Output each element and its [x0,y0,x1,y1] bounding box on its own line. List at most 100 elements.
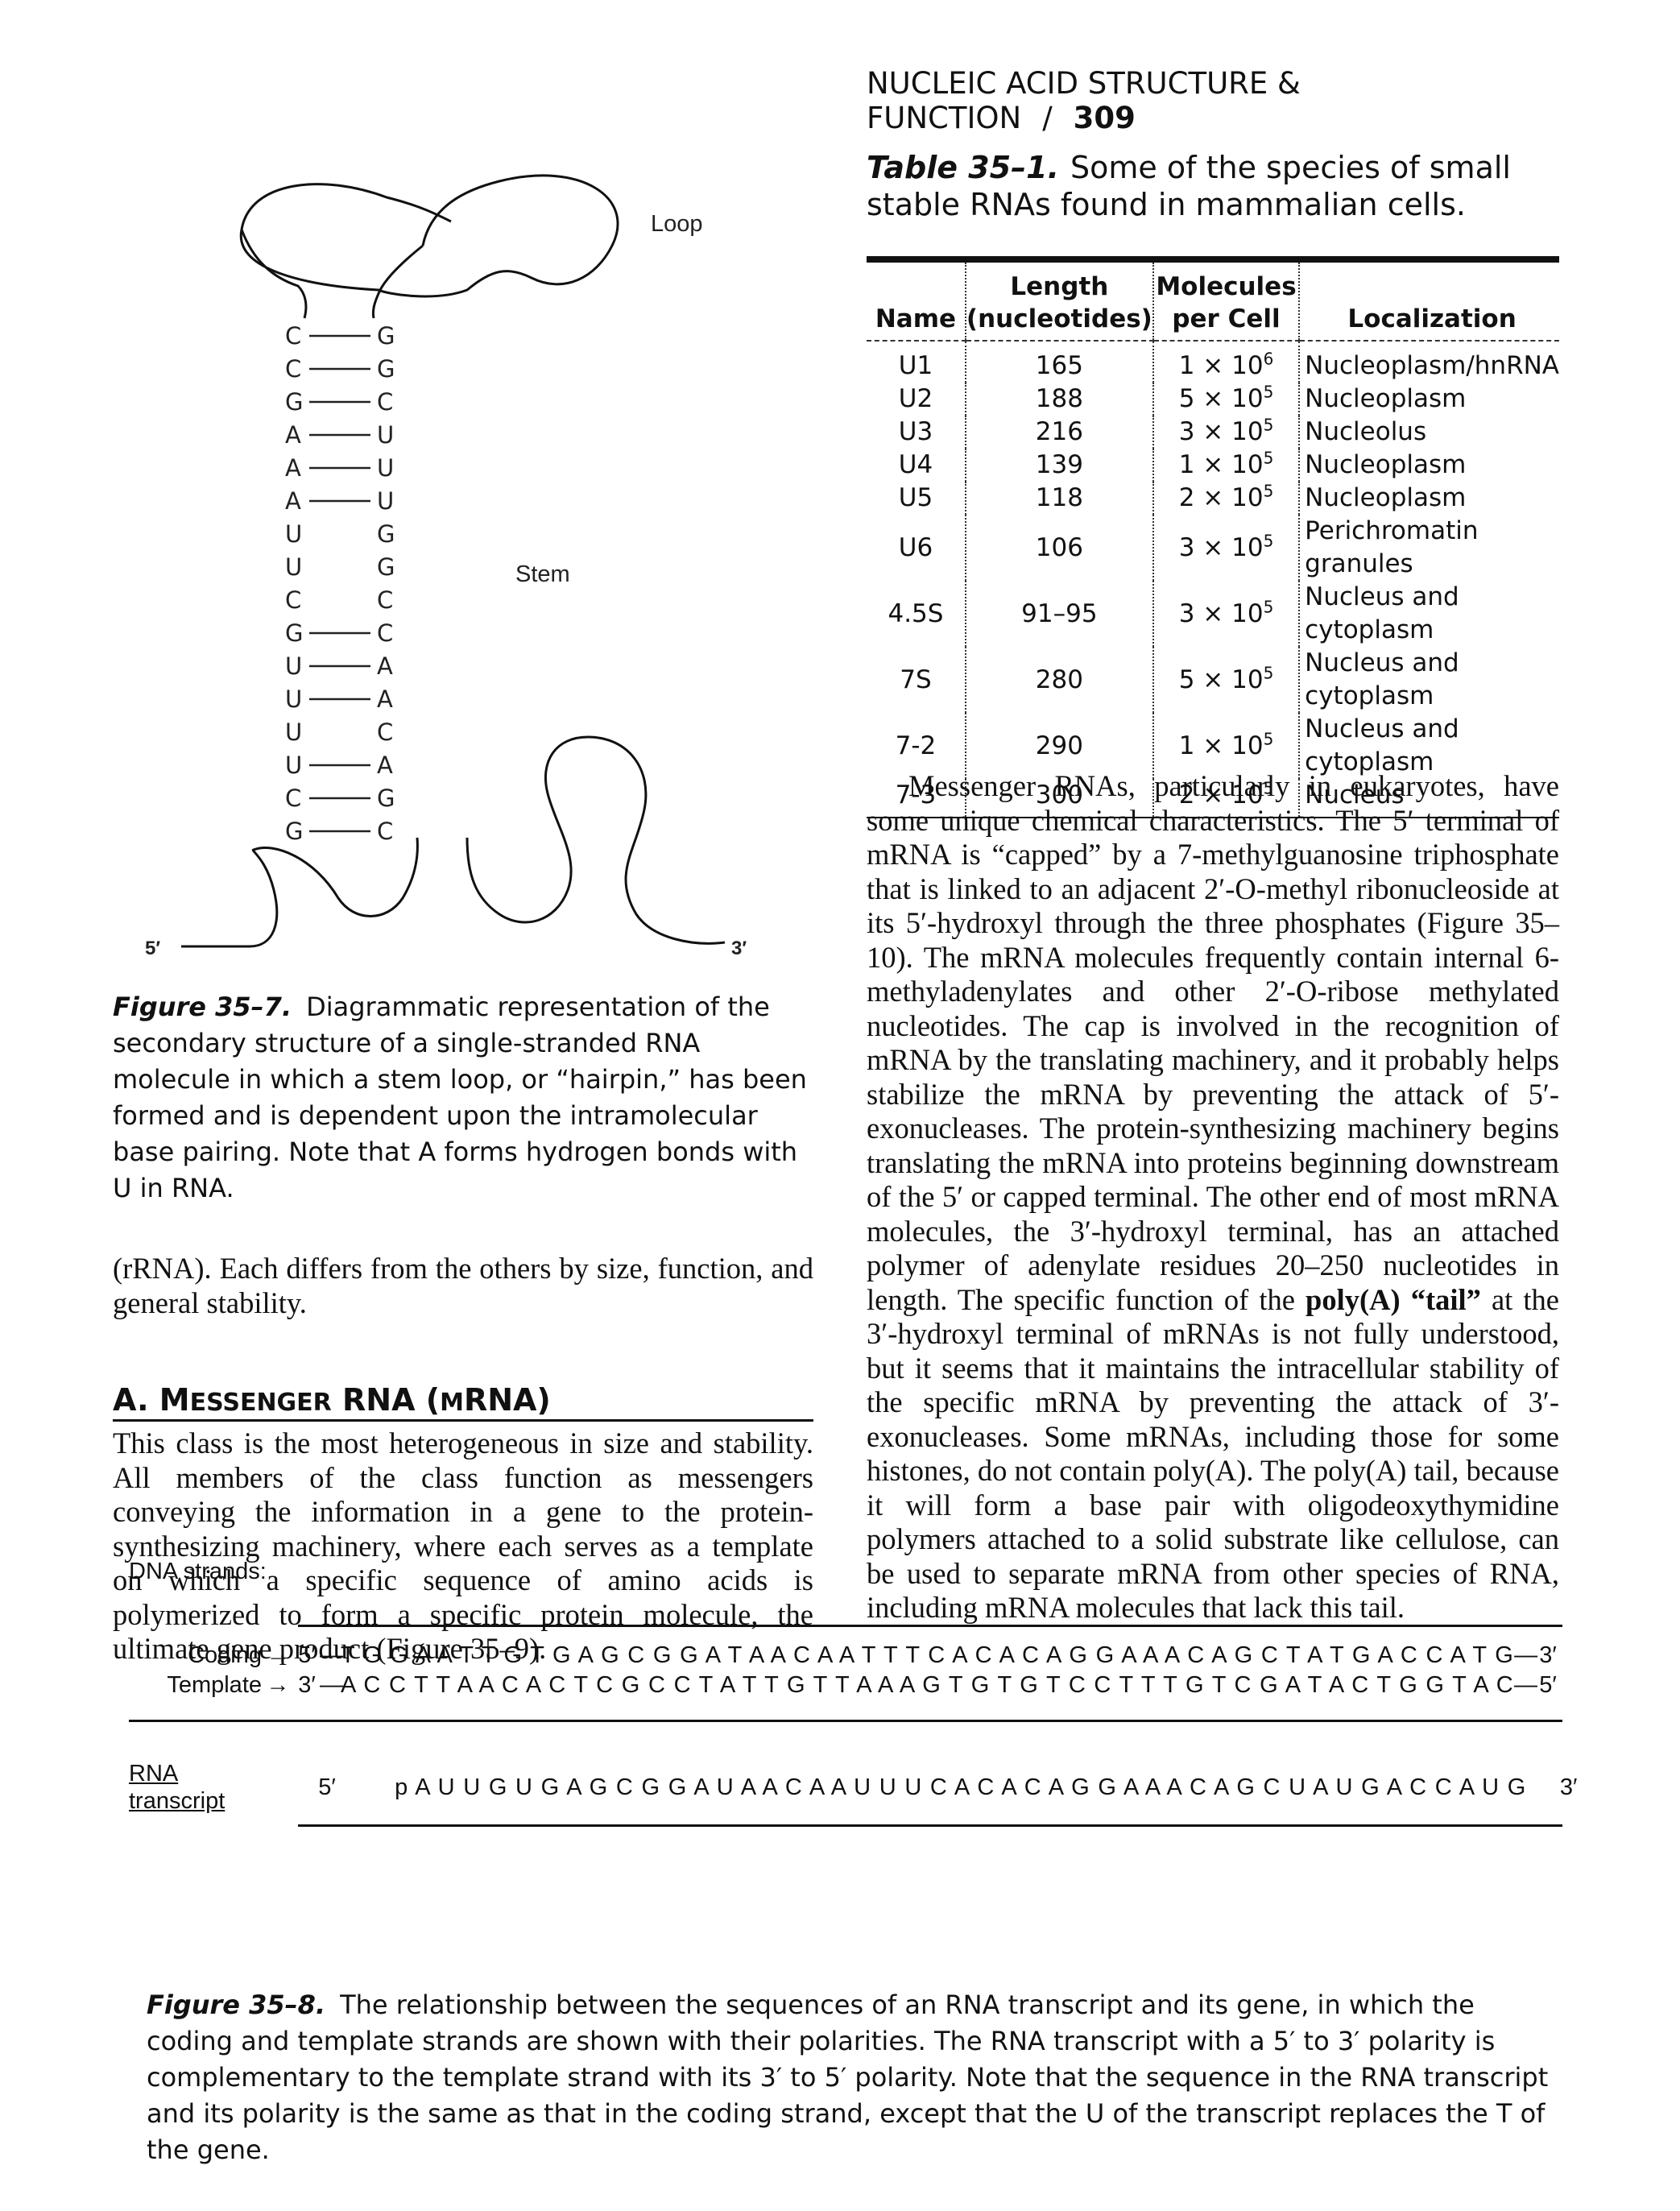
three-prime-label: 3′ [731,938,747,959]
cell-localization: Perichromatin granules [1298,515,1559,581]
cell-length: 280 [964,647,1153,713]
cell-localization: Nucleus and cytoplasm [1298,713,1559,779]
stem-base-left: U [285,685,302,713]
stem-base-right: U [377,487,394,515]
figure-35-7-caption: Figure 35–7.Diagrammatic representation … [113,989,821,1207]
stem-base-right: G [377,322,395,350]
five-prime-tail [181,837,419,948]
loop-label: Loop [651,211,703,237]
stem-label: Stem [515,561,570,587]
figure-35-7-number: Figure 35–7. [113,992,292,1022]
loop-strand [239,174,619,298]
cell-molecules: 1 × 106 [1152,341,1300,383]
cell-molecules: 5 × 105 [1152,383,1300,416]
stem-base-left: A [285,454,301,482]
cell-name: U3 [898,417,933,446]
coding-sequence: T G G A A T T G T G A G C G G A T A A C … [341,1642,1515,1668]
cell-name: U6 [898,532,933,562]
stem-base-right: A [377,685,393,713]
stem-base-left: C [285,355,301,383]
stem-base-right: C [377,388,393,416]
cell-name: U1 [898,351,933,380]
stem-base-left: C [285,785,301,812]
running-head-separator: / [1042,101,1053,135]
figure-35-8-number: Figure 35–8. [147,1989,326,2020]
cell-name: 7-2 [895,731,937,760]
stem-base-left: A [285,487,301,515]
figure-35-8-caption: Figure 35–8.The relationship between the… [147,1987,1564,2168]
cell-length: 216 [964,416,1153,449]
table-35-1-title: Table 35–1.Some of the species of small … [867,149,1559,223]
stem-base-right: U [377,421,394,449]
cell-localization: Nucleoplasm/hnRNA [1298,341,1559,383]
mrna-class-paragraph: This class is the most heterogeneous in … [113,1426,813,1665]
loop-left-leg [240,229,308,319]
cell-localization: Nucleoplasm [1298,482,1559,515]
cell-molecules: 3 × 105 [1152,515,1300,581]
section-heading-messenger-rna: A. MESSENGER RNA (MRNA) [113,1382,813,1422]
template-sequence: A C C T T A A C A C T C G C C T A T T G … [341,1672,1514,1698]
five-prime-label: 5′ [145,938,160,959]
header-length: Length(nucleotides) [964,256,1153,342]
stem-base-right: G [377,553,395,581]
stem-base-right: U [377,454,394,482]
cell-molecules: 3 × 105 [1152,581,1300,647]
middle-rule [129,1720,1562,1722]
template-arrow-icon: → [266,1672,290,1698]
cell-length: 290 [964,713,1153,779]
top-rule [298,1625,1562,1627]
cell-length: 106 [964,515,1153,581]
stem-base-right: G [377,355,395,383]
cell-length: 118 [964,482,1153,515]
cell-localization: Nucleus and cytoplasm [1298,647,1559,713]
loop-right-leg [371,244,424,319]
stem-base-left: G [285,619,303,647]
cell-molecules: 1 × 105 [1152,449,1300,482]
table-title-text: Some of the species of small stable RNAs… [867,150,1511,222]
stem-base-left: C [285,322,301,350]
bottom-rule [298,1824,1562,1827]
stem-base-right: C [377,818,393,845]
header-localization: Localization [1298,256,1559,342]
cell-length: 139 [964,449,1153,482]
dna-strands-label: DNA strands: [129,1559,267,1584]
stem-base-left: A [285,421,301,449]
stem-base-right: A [377,751,393,779]
running-head: NUCLEIC ACID STRUCTURE & FUNCTION/309 [867,66,1559,135]
table-number: Table 35–1. [867,150,1060,185]
cell-length: 91–95 [964,581,1153,647]
cell-name: 7S [900,665,932,694]
rna-sequence: p A U U G U G A G C G G A U A A C A A U … [395,1774,1527,1800]
cell-localization: Nucleus and cytoplasm [1298,581,1559,647]
cell-localization: Nucleoplasm [1298,449,1559,482]
cell-molecules: 5 × 105 [1152,647,1300,713]
three-prime-tail [466,735,726,945]
stem-base-left: U [285,718,302,746]
stem-base-right: G [377,520,395,548]
rrna-paragraph: (rRNA). Each differs from the others by … [113,1252,813,1319]
cell-name: U4 [898,450,933,479]
stem-base-left: U [285,520,302,548]
stem-base-left: U [285,751,302,779]
coding-arrow-icon: → [266,1642,290,1668]
stem-base-right: A [377,652,393,680]
cell-localization: Nucleoplasm [1298,383,1559,416]
cell-name: U5 [898,483,933,512]
cell-localization: Nucleolus [1298,416,1559,449]
stem-base-left: U [285,553,302,581]
cell-length: 165 [964,341,1153,383]
running-head-title: NUCLEIC ACID STRUCTURE & FUNCTION [867,66,1301,135]
stem-base-left: G [285,388,303,416]
template-label: Template [167,1672,262,1698]
header-name: Name [867,256,966,342]
